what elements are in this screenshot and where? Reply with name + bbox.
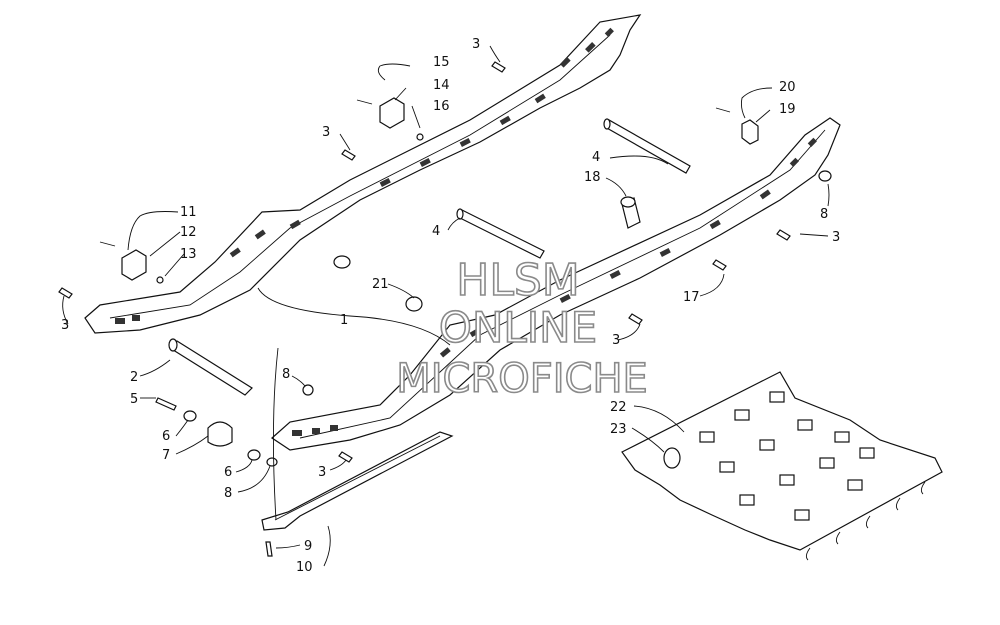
block-14 [379,97,405,129]
track-clips [699,391,875,521]
bolt-3-left [58,287,73,299]
bolt-3-top [491,61,506,73]
cross-shaft-lower [457,209,545,259]
callout-3-middle: 3 [612,333,620,348]
bolt-3-upper-left [341,149,356,161]
leader-lines [62,45,830,567]
callout-23: 23 [610,422,627,437]
callout-2: 2 [130,370,138,385]
callout-12: 12 [180,225,197,240]
right-rail [271,117,841,451]
slide-rail-10 [261,431,454,557]
watermark-line-3: MICROFICHE [396,356,648,402]
block-12 [121,249,147,281]
callout-11: 11 [180,205,197,220]
callout-6-lower: 6 [224,465,232,480]
callout-14: 14 [433,78,450,93]
right-rail-cutouts [292,137,817,436]
bolt-3-middle [628,313,643,325]
watermark: HLSM ONLINE MICROFICHE [395,254,648,403]
left-rail [84,14,642,334]
washer-6a [183,410,197,422]
nut-13 [156,276,164,284]
nut-8-lower [302,384,314,396]
nut-8-right [818,170,832,182]
bolt-17 [712,259,727,271]
wheel-7 [207,421,233,447]
cross-shaft-upper [604,119,691,174]
callout-3-lower: 3 [318,465,326,480]
callout-18: 18 [584,170,601,185]
callout-7: 7 [162,448,170,463]
hardware [58,61,832,467]
callout-5: 5 [130,392,138,407]
left-rail-cutouts [115,27,614,324]
nut-16 [416,133,424,141]
bolt-3-right [776,229,791,241]
track-lugs [805,481,926,561]
bolt-5 [155,397,177,411]
callout-9: 9 [304,539,312,554]
callout-6-upper: 6 [162,429,170,444]
bracket-19 [741,119,759,145]
callout-10: 10 [296,560,313,575]
callout-17: 17 [683,290,700,305]
watermark-line-2: ONLINE [439,303,597,352]
callout-13: 13 [180,247,197,262]
callout-3-right: 3 [832,230,840,245]
callout-16: 16 [433,99,450,114]
bolt-3-lower [338,451,353,463]
callout-4-upper: 4 [592,150,600,165]
watermark-line-1: HLSM [456,255,580,306]
callout-3-left: 3 [61,318,69,333]
cross-shafts [168,118,691,396]
callout-20: 20 [779,80,796,95]
callout-22: 22 [610,400,627,415]
callout-4-lower: 4 [432,224,440,239]
front-axle-shaft [169,340,253,396]
callout-8-upper: 8 [282,367,290,382]
callout-8-lower: 8 [224,486,232,501]
callout-1: 1 [340,313,348,328]
callout-8-right: 8 [820,207,828,222]
callout-15: 15 [433,55,450,70]
callout-3-top: 3 [472,37,480,52]
callout-labels: 3 15 14 16 3 20 19 4 18 8 3 11 12 13 4 1… [61,37,840,575]
callout-19: 19 [779,102,796,117]
washer-6b [247,449,261,461]
screw-9 [265,541,273,557]
washer-21a [333,255,351,269]
nut-8c [266,457,278,467]
track-grommet-23 [663,447,681,469]
track-assembly [621,371,943,561]
washer-21b [405,296,423,312]
callout-3-upper-left: 3 [322,125,330,140]
callout-21: 21 [372,277,389,292]
